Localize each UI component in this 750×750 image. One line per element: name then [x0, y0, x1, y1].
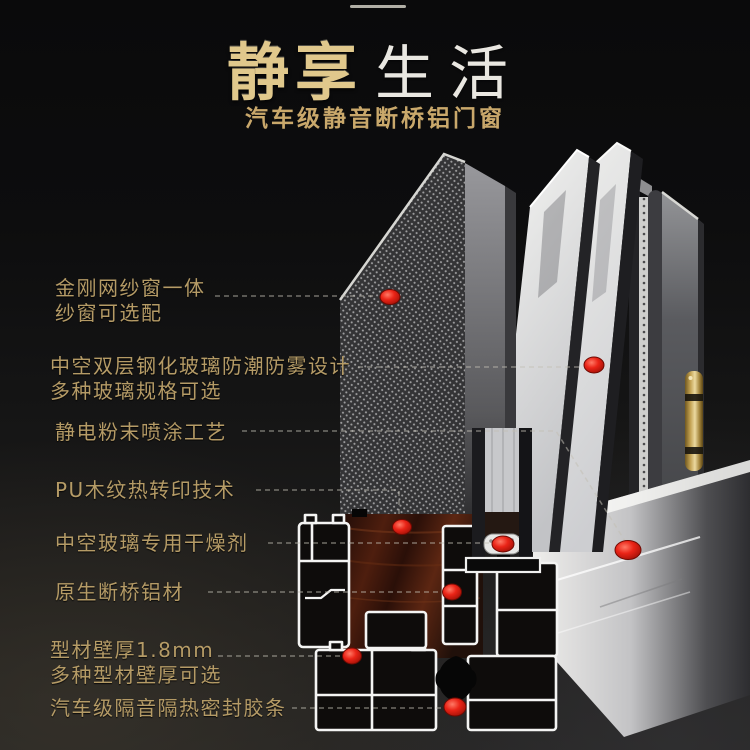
- marker-wall-thickness: [342, 647, 362, 665]
- marker-insulated-glass: [583, 356, 605, 374]
- feature-markers: [342, 289, 642, 717]
- label-insulated-glass: 中空双层钢化玻璃防潮防雾设计 多种玻璃规格可选: [50, 354, 351, 403]
- label-mesh-screen: 金刚网纱窗一体 纱窗可选配: [55, 276, 206, 325]
- marker-seal-strip: [443, 697, 467, 717]
- label-desiccant: 中空玻璃专用干燥剂: [55, 531, 249, 555]
- glass-panes: [492, 141, 643, 552]
- leader-lines: [208, 295, 626, 709]
- marker-powder-coating: [614, 540, 642, 560]
- marker-mesh-screen: [379, 289, 401, 305]
- label-wall-thickness: 型材壁厚1.8mm 多种型材壁厚可选: [50, 638, 222, 687]
- window-handle: [685, 371, 703, 471]
- marker-native-aluminum: [442, 583, 462, 601]
- profile-cross-section: [297, 513, 559, 732]
- label-native-aluminum: 原生断桥铝材: [55, 580, 184, 604]
- leader-wood-grain: [256, 489, 400, 516]
- page-title: 静享生活: [0, 22, 750, 112]
- marker-desiccant: [491, 535, 515, 553]
- label-wood-grain: PU木纹热转印技术: [55, 478, 236, 502]
- title-rest: 生活: [375, 39, 524, 108]
- page-subtitle: 汽车级静音断桥铝门窗: [245, 106, 505, 132]
- label-powder-coating: 静电粉末喷涂工艺: [55, 420, 227, 444]
- title-emphasis: 静享: [226, 36, 363, 109]
- leader-powder-coating: [242, 430, 626, 542]
- marker-wood-grain: [392, 519, 412, 535]
- label-seal-strip: 汽车级隔音隔热密封胶条: [50, 696, 287, 720]
- glass-unit-bottom: [464, 428, 542, 574]
- security-mesh-panel: [338, 152, 466, 518]
- window-frame-column: [629, 178, 704, 558]
- top-accent-dash: [350, 5, 406, 8]
